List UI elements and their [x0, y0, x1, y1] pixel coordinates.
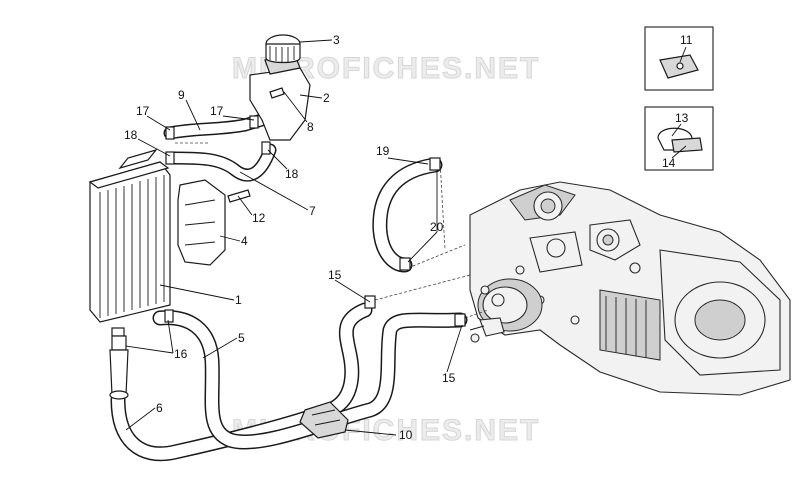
callout-2: 2: [323, 91, 330, 105]
callout-18-right: 18: [285, 167, 299, 181]
callout-leaders: [125, 39, 687, 436]
callout-14: 14: [662, 156, 676, 170]
callout-labels: 3 2 8 9 17 17 18 18 7 12 4 1 5 16 6 10 1…: [124, 33, 693, 442]
radiator: [88, 148, 171, 323]
callout-17-right: 17: [210, 104, 224, 118]
callout-7: 7: [309, 204, 316, 218]
callout-15-bottom: 15: [442, 371, 456, 385]
callout-16: 16: [174, 347, 188, 361]
radiator-bracket: [177, 179, 226, 266]
callout-4: 4: [241, 234, 248, 248]
callout-9: 9: [178, 88, 185, 102]
drain-fitting: [111, 335, 127, 351]
callout-18-left: 18: [124, 128, 138, 142]
callout-5: 5: [238, 331, 245, 345]
callout-10: 10: [399, 428, 413, 442]
callout-17-left: 17: [136, 104, 150, 118]
callout-6: 6: [156, 401, 163, 415]
callout-13: 13: [675, 111, 689, 125]
callout-19: 19: [376, 144, 390, 158]
callout-1: 1: [235, 293, 242, 307]
callout-12: 12: [252, 211, 266, 225]
callout-3: 3: [333, 33, 340, 47]
callout-15-top: 15: [328, 268, 342, 282]
callout-20: 20: [430, 220, 444, 234]
bracket: [299, 401, 349, 439]
callout-8: 8: [307, 120, 314, 134]
callout-11: 11: [680, 33, 693, 47]
engine-block: [469, 181, 791, 396]
inset-hose-clip: [644, 106, 714, 171]
bolt: [227, 189, 251, 203]
expansion-tank: [249, 34, 311, 141]
inset-clip: [644, 26, 714, 91]
